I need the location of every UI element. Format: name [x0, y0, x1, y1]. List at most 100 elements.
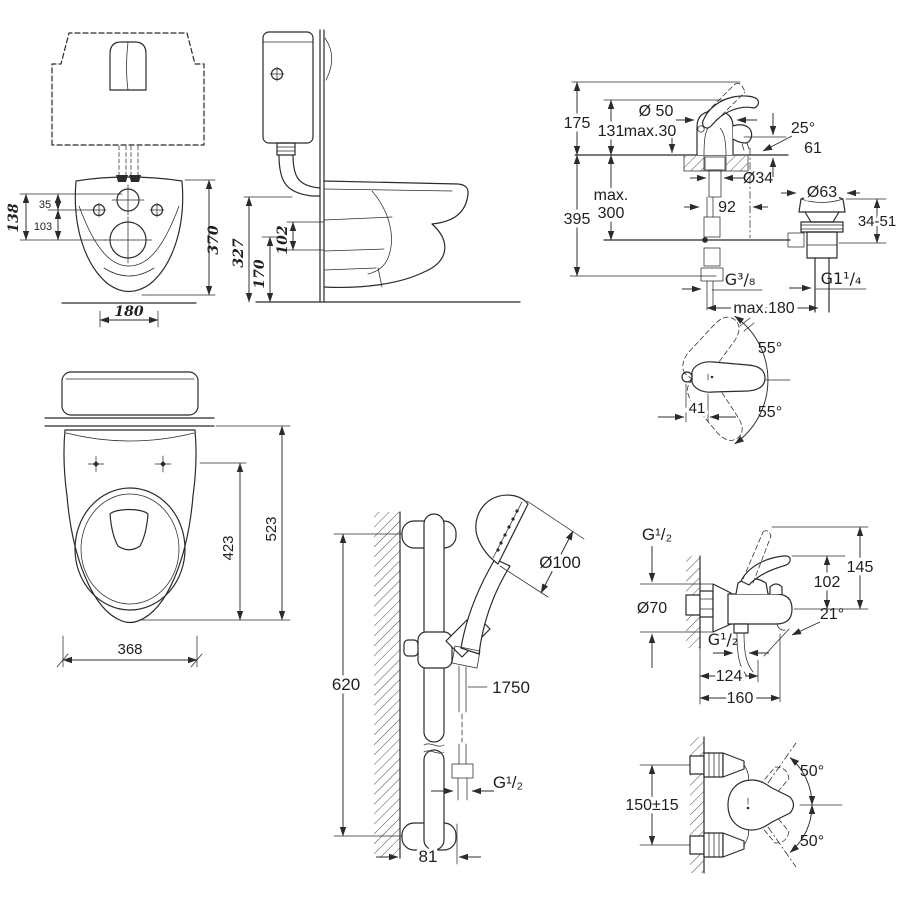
dim-21deg-group: 21° [791, 606, 844, 636]
glider-knob [403, 639, 419, 657]
dim-bath-swing-down: 50° [800, 833, 824, 850]
dim-dia50-group: Ø 50 [639, 103, 757, 124]
dim-shank-dia: Ø34 [743, 170, 773, 187]
dim-hose-thread: G¹/₂ [493, 773, 523, 792]
dim-3451-group: 34-51 [838, 198, 900, 244]
dim-370-group: 370 [141, 179, 222, 296]
dim-170-group: 170 [252, 236, 285, 303]
flush-pipe [276, 142, 321, 197]
dim-height-overall: 145 [847, 559, 874, 576]
dim-81-group: 81 [376, 823, 481, 870]
flush-plate-split-line [126, 41, 129, 91]
swing-arc-up [789, 757, 816, 806]
aerator-tick-1 [741, 143, 745, 151]
dim-180-group: 180 [99, 304, 159, 328]
shower-hose [451, 665, 474, 801]
dim-131-group: 131 [594, 99, 628, 156]
dim-wall-thread: G¹/₂ [642, 525, 672, 544]
bowl-bottom-arc [103, 267, 155, 277]
pipe-inlet-right [129, 175, 141, 182]
temp-indicator-dot [697, 125, 705, 133]
bowl-front-outline [74, 176, 184, 293]
connection-holes [91, 184, 165, 264]
dim-spout-angle: 25° [791, 120, 815, 137]
dim-swing-up: 55° [758, 340, 782, 357]
dim-height-total: 395 [564, 211, 591, 228]
dim-hose-max-2: 300 [598, 205, 625, 222]
union-nut [699, 590, 714, 618]
dim-waste-adjust: 34-51 [858, 213, 896, 230]
spout-outlet [776, 623, 786, 631]
lever-raised-dashed [705, 83, 746, 122]
panel-basin-lever-top: 55° 55° 41 [658, 309, 791, 448]
dim-160-group: 160 [699, 633, 781, 711]
dim-395-group: 395 [560, 154, 594, 277]
panel-shower-set: Ø100 620 1750 G¹/₂ 81 [328, 494, 585, 870]
dim-wall-offset: 81 [419, 847, 438, 866]
shower-outlet-nipple [733, 623, 749, 634]
dim-waste-dia: Ø63 [807, 184, 837, 201]
dim-g12-outlet-group: G¹/₂ [708, 630, 769, 657]
dim-145-group: 145 [771, 526, 877, 610]
dim-dia70-group: Ø70 [637, 583, 713, 668]
dim-bath-swing-up: 50° [800, 763, 824, 780]
dim-overall-length: 523 [263, 516, 280, 541]
dim-side-overall-height: 327 [231, 238, 247, 267]
spout-stream-line [763, 628, 790, 657]
dim-102-group: 102 [275, 221, 325, 255]
dim-92-group: 92 [684, 199, 768, 216]
dim-423-group: 423 [139, 462, 291, 621]
hose-cone [451, 645, 481, 669]
dim-fixing-top: 35 [39, 199, 51, 211]
dim-max30-group: max.30 [624, 123, 677, 154]
dim-g12-hose-group: G¹/₂ [431, 773, 523, 795]
flush-opening [109, 508, 149, 551]
bath-lever-raised-dashed [742, 530, 772, 584]
handshower-handle [460, 558, 511, 655]
popup-waste [787, 193, 846, 313]
bowl-inner-curve [78, 205, 180, 267]
dim-dia100-group: Ø100 [499, 500, 585, 598]
dim-25deg-group: 25° [762, 120, 815, 152]
panel-wc-wall-front: 370 138 35 103 180 [6, 32, 222, 328]
panel-bath-mixer-side: G¹/₂ Ø70 102 145 21° G¹/₂ [637, 525, 877, 711]
lever-top-view [691, 361, 766, 393]
rail-break-1 [423, 743, 445, 747]
shower-rail-lower [423, 749, 445, 851]
dim-connection-centres: 150±15 [625, 797, 678, 814]
dim-fixing-group: 138 35 103 [6, 193, 123, 241]
lever-dot [710, 375, 714, 379]
union-bottom [689, 832, 745, 858]
dim-g12-wall-group: G¹/₂ [642, 525, 672, 583]
dim-124-group: 124 [699, 659, 759, 689]
cistern-pipes [118, 145, 139, 176]
glider-collar [417, 631, 453, 669]
dim-outlet-height: 170 [252, 259, 268, 288]
dim-dia34-group: Ø34 [690, 170, 773, 187]
dim-base-width: 180 [114, 304, 143, 320]
dim-bowl-length: 423 [220, 535, 237, 560]
dim-head-dia: Ø100 [539, 553, 581, 572]
body-detail-right [719, 127, 727, 156]
dim-escutcheon-dia: Ø70 [637, 600, 667, 617]
dim-327-group: 327 [231, 196, 293, 303]
dim-fixing-span: 138 [6, 203, 22, 232]
cistern-top-view [61, 371, 199, 416]
bowl-top-outline [63, 429, 197, 624]
dim-41-group: 41 [658, 383, 736, 423]
seat-bolt-marks [87, 455, 172, 473]
pipe-stub [685, 594, 701, 616]
swing-arc [734, 315, 769, 445]
dim-install-depth: max.180 [733, 300, 794, 317]
dim-deck-thickness: max.30 [624, 123, 677, 140]
cistern-button [269, 66, 285, 82]
mixer-body-side [727, 593, 793, 625]
swing-axis-up [767, 742, 797, 784]
swing-arc-down [789, 804, 816, 853]
dim-height-lever-open: 175 [564, 115, 591, 132]
dim-g114-group: G1¹/₄ [789, 269, 867, 292]
pipe-inlet-left [116, 175, 128, 182]
dim-620-group: 620 [328, 533, 403, 837]
panel-basin-mixer: 175 131 max.30 Ø 50 25° 61 Ø34 [560, 81, 900, 332]
